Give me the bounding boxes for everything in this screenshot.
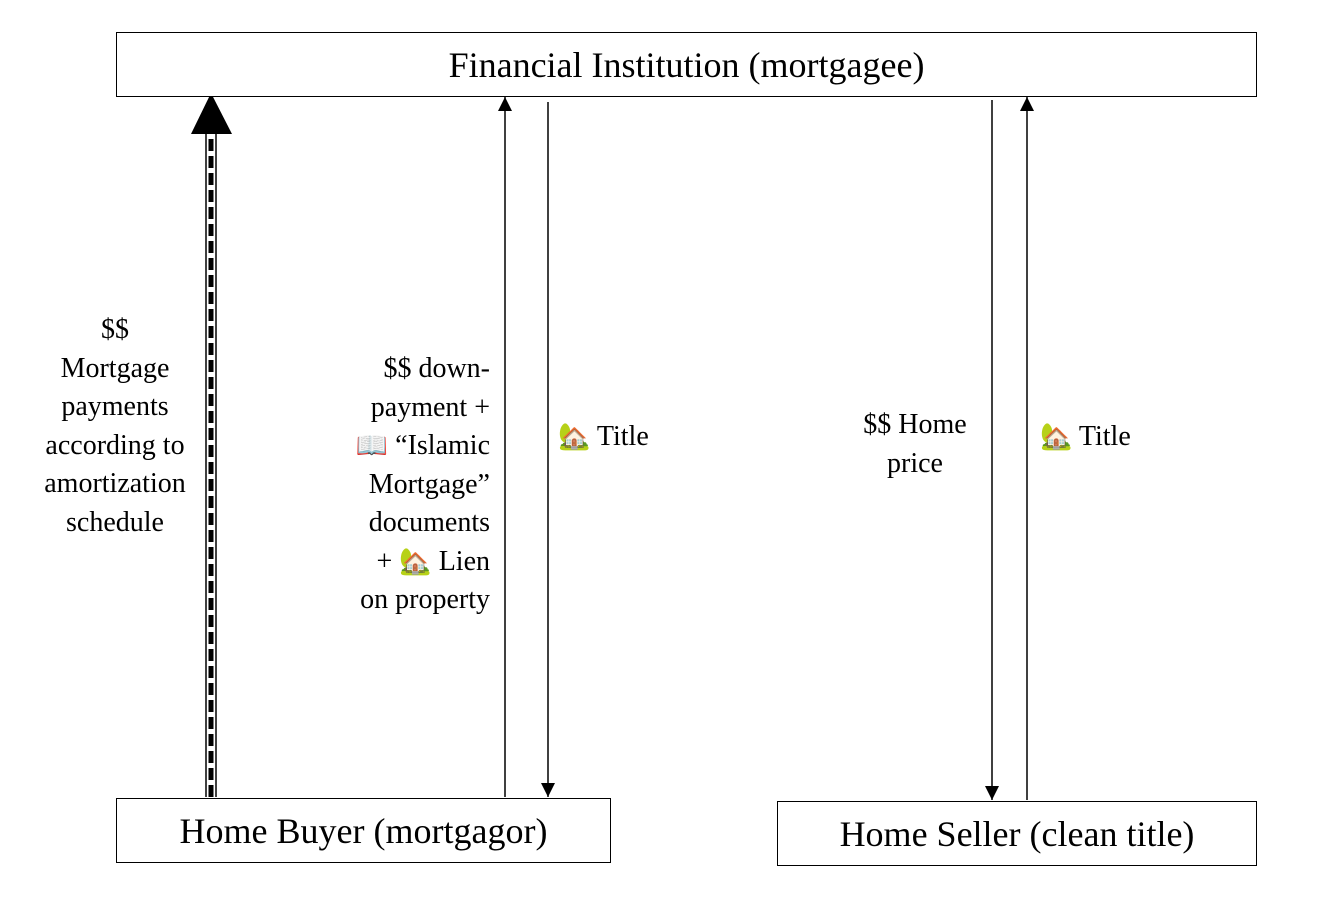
title-to-fi-label: 🏡 Title [1040,418,1131,457]
home-price-label: $$ Home price [845,406,985,483]
financial-institution-node: Financial Institution (mortgagee) [116,32,1257,97]
title-to-buyer-label: 🏡 Title [558,418,649,457]
payments-label-line: schedule [66,506,164,538]
home-buyer-node: Home Buyer (mortgagor) [116,798,611,863]
book-icon: 📖 [355,431,389,461]
down-payment-label-line: Mortgage” [368,468,490,500]
payments-label: $$ Mortgage payments according to amorti… [20,311,210,542]
title-to-buyer-text: Title [590,421,649,452]
financial-institution-label: Financial Institution (mortgagee) [448,44,925,85]
payments-arrow [191,93,232,797]
home-buyer-label: Home Buyer (mortgagor) [179,810,548,851]
down-payment-label-text: + [376,545,400,577]
down-payment-label-text: Lien [431,545,490,577]
down-payment-label-line: on property [360,584,490,615]
down-payment-label-text: “Islamic [388,430,490,461]
down-payment-label-line: payment + [370,391,490,423]
title-to-fi-text: Title [1072,421,1131,452]
payments-label-line: Mortgage [60,352,170,384]
home-price-label-line: $$ Home [863,409,967,440]
payments-label-line: amortization [44,468,186,499]
payments-label-line: $$ [101,314,129,345]
home-seller-node: Home Seller (clean title) [777,801,1257,866]
payments-label-line: payments [61,391,169,422]
down-payment-label-line: + 🏡 Lien [300,543,490,582]
house-icon: 🏡 [558,422,591,452]
payments-label-line: according to [45,429,185,461]
house-icon: 🏡 [1040,422,1073,452]
down-payment-label-line: documents [368,507,490,538]
home-seller-label: Home Seller (clean title) [839,813,1195,854]
down-payment-label-line: 📖 “Islamic [300,427,490,466]
down-payment-label: $$ down- payment + 📖 “Islamic Mortgage” … [300,350,490,620]
house-icon: 🏡 [399,546,432,577]
down-payment-label-line: $$ down- [383,353,490,384]
home-price-label-line: price [887,447,943,479]
